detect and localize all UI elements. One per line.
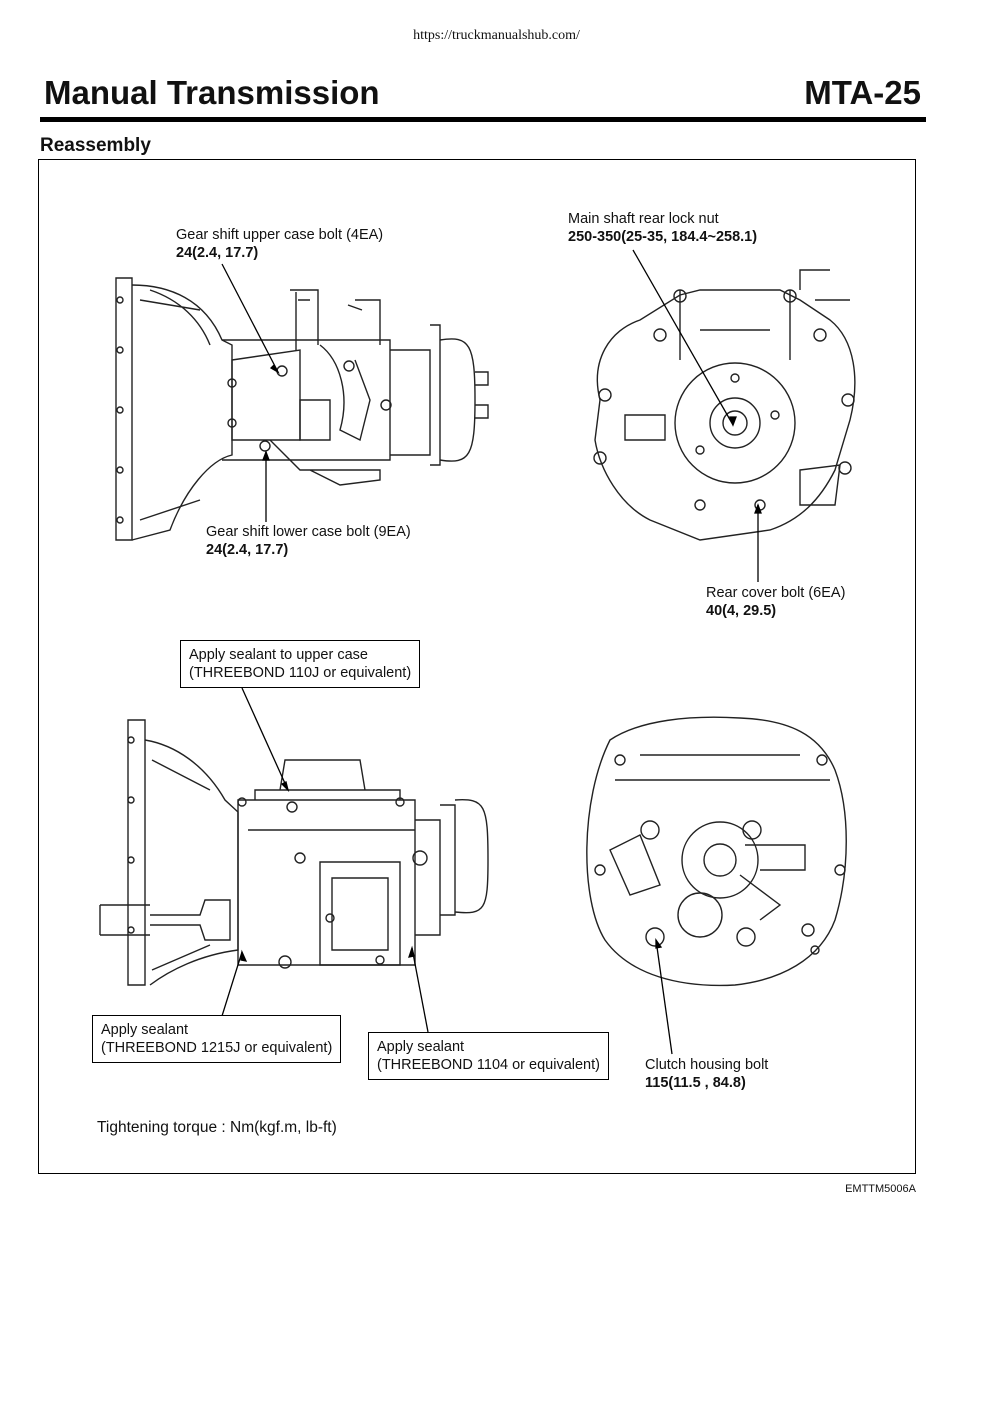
side-view-bottom-drawing xyxy=(99,719,489,986)
sealant-mid-line2: (THREEBOND 1104 or equivalent) xyxy=(377,1057,600,1073)
lock-nut-torque: 250-350(25-35, 184.4~258.1) xyxy=(568,229,758,245)
sealant-mid-box: Apply sealant (THREEBOND 1104 or equival… xyxy=(368,1032,609,1080)
lower-case-bolt-torque: 24(2.4, 17.7) xyxy=(206,542,289,558)
legend-key: Tightening torque xyxy=(97,1119,218,1136)
lock-nut-callout: Main shaft rear lock nut 250-350(25-35, … xyxy=(568,210,757,246)
clutch-housing-bolt-callout: Clutch housing bolt 115(11.5 , 84.8) xyxy=(645,1056,768,1092)
lock-nut-name: Main shaft rear lock nut xyxy=(568,211,719,227)
upper-case-bolt-callout: Gear shift upper case bolt (4EA) 24(2.4,… xyxy=(176,226,383,262)
clutch-bolt-torque: 115(11.5 , 84.8) xyxy=(645,1075,746,1091)
page-title: Manual Transmission xyxy=(44,74,380,111)
figure-frame xyxy=(38,159,916,1174)
lower-case-bolt-name: Gear shift lower case bolt (9EA) xyxy=(206,524,411,540)
sealant-upper-case-box: Apply sealant to upper case (THREEBOND 1… xyxy=(180,640,421,688)
front-view-bottom-drawing xyxy=(586,716,847,987)
upper-case-bolt-torque: 24(2.4, 17.7) xyxy=(176,245,259,261)
sealant-mid-line1: Apply sealant xyxy=(377,1039,465,1055)
clutch-bolt-name: Clutch housing bolt xyxy=(645,1057,769,1073)
sealant-left-line1: Apply sealant xyxy=(101,1022,189,1038)
figure-code: EMTTM5006A xyxy=(845,1183,916,1195)
upper-case-bolt-name: Gear shift upper case bolt (4EA) xyxy=(176,227,384,243)
sealant-left-line2: (THREEBOND 1215J or equivalent) xyxy=(101,1040,333,1056)
rear-cover-bolt-torque: 40(4, 29.5) xyxy=(706,603,777,619)
leader-lines xyxy=(221,249,762,1055)
rear-cover-bolt-name: Rear cover bolt (6EA) xyxy=(706,585,846,601)
section-title: Reassembly xyxy=(40,135,151,156)
sealant-left-box: Apply sealant (THREEBOND 1215J or equiva… xyxy=(92,1015,342,1063)
rear-view-top-drawing xyxy=(593,269,856,541)
rear-cover-bolt-callout: Rear cover bolt (6EA) 40(4, 29.5) xyxy=(706,584,845,620)
sealant-upper-line1: Apply sealant to upper case xyxy=(189,647,368,663)
lower-case-bolt-callout: Gear shift lower case bolt (9EA) 24(2.4,… xyxy=(206,523,411,559)
sealant-upper-line2: (THREEBOND 110J or equivalent) xyxy=(189,665,412,681)
legend-units: : Nm(kgf.m, lb-ft) xyxy=(221,1119,337,1136)
torque-legend: Tightening torque : Nm(kgf.m, lb-ft) xyxy=(97,1119,337,1137)
page-url[interactable]: https://truckmanualshub.com/ xyxy=(413,28,580,43)
page-code: MTA-25 xyxy=(804,74,921,111)
title-rule xyxy=(40,117,926,122)
side-view-top-drawing xyxy=(115,277,489,541)
